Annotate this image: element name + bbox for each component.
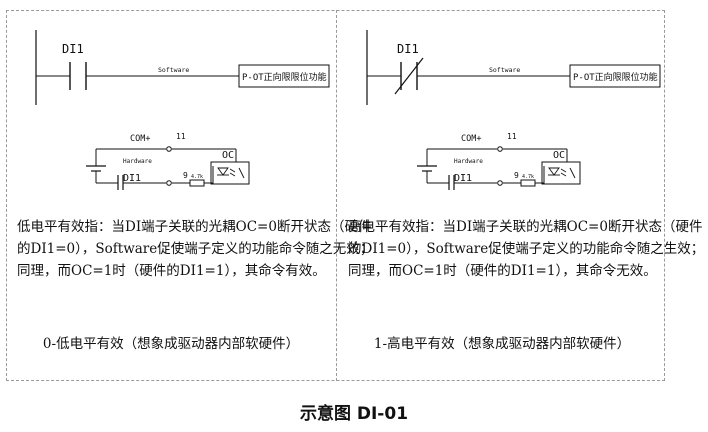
pin-top-label: 11 (507, 132, 517, 141)
function-box (569, 64, 661, 88)
function-box-label: P-OT正向限限位功能 (573, 71, 658, 83)
panel-caption: 0-低电平有效（想象成驱动器内部软硬件） (42, 336, 300, 352)
com-label: COM+ (461, 134, 481, 144)
optocoupler-transistor (569, 167, 576, 179)
terminal-bottom-icon (166, 180, 172, 186)
optocoupler-icon (541, 161, 581, 185)
di-label: DI1 (123, 173, 141, 184)
terminal-bottom-icon (497, 180, 503, 186)
resistor-label: 4.7k (191, 174, 203, 180)
optocoupler-led-icon (217, 167, 229, 176)
function-box-label: P-OT正向限限位功能 (242, 71, 327, 83)
description: 低电平有效指：当DI端子关联的光耦OC=0断开状态（硬件 的DI1=0），Sof… (17, 216, 374, 282)
panel-low-level: DI1 Software P-OT正向限限位功能 COM+ 11 Hardwar… (6, 10, 374, 381)
description-line: 高电平有效指：当DI端子关联的光耦OC=0断开状态（硬件 (348, 219, 703, 235)
optocoupler-arrow-1 (229, 168, 236, 173)
optocoupler-transistor (238, 167, 245, 179)
optocoupler-arrow-2 (229, 172, 236, 177)
function-box (238, 64, 330, 88)
contact-label: DI1 (397, 42, 419, 56)
return-wire (204, 166, 214, 184)
optocoupler-led-icon (548, 167, 560, 176)
resistor-icon (520, 179, 536, 187)
description: 高电平有效指：当DI端子关联的光耦OC=0断开状态（硬件 的DI1=0），Sof… (348, 216, 705, 282)
description-line: 的DI1=0），Software促使端子定义的功能命令随之生效； (348, 241, 705, 257)
optocoupler-arrow-2 (560, 172, 567, 177)
terminal-top-icon (166, 146, 172, 152)
pin-bottom-label: 9 (183, 171, 188, 180)
oc-label: OC (222, 150, 234, 161)
software-label: Software (489, 66, 520, 74)
software-label: Software (158, 66, 189, 74)
optocoupler-icon (210, 161, 250, 185)
contact-label: DI1 (62, 42, 84, 56)
description-line: 低电平有效指：当DI端子关联的光耦OC=0断开状态（硬件 (17, 219, 372, 235)
di-label: DI1 (454, 173, 472, 184)
com-label: COM+ (130, 134, 150, 144)
diagram-frame (6, 10, 665, 381)
panel-caption: 1-高电平有效（想象成驱动器内部软硬件） (373, 336, 631, 352)
optocoupler-arrow-1 (560, 168, 567, 173)
figure-title: 示意图 DI-01 (299, 404, 409, 424)
pin-top-label: 11 (176, 132, 186, 141)
return-wire (535, 166, 545, 184)
resistor-icon (189, 179, 205, 187)
hardware-label: Hardware (454, 158, 483, 165)
oc-label: OC (553, 150, 565, 161)
terminal-top-icon (497, 146, 503, 152)
pin-bottom-label: 9 (514, 171, 519, 180)
description-line: 的DI1=0），Software促使端子定义的功能命令随之无效； (17, 241, 374, 257)
panel-high-level: DI1 Software P-OT正向限限位功能 COM+ 11 Hardwar… (337, 10, 705, 381)
description-line: 同理，而OC=1时（硬件的DI1=1），其命令无效。 (348, 263, 657, 279)
description-line: 同理，而OC=1时（硬件的DI1=1），其命令有效。 (17, 263, 326, 279)
resistor-label: 4.7k (522, 174, 534, 180)
contact-nc-slash (394, 57, 424, 95)
ladder-and-circuit-diagram-right: DI1 Software P-OT正向限限位功能 COM+ 11 Hardwar… (366, 30, 661, 190)
panel-divider (336, 10, 337, 381)
ladder-and-circuit-diagram-left: DI1 Software P-OT正向限限位功能 COM+ 11 Hardwar… (35, 30, 330, 190)
hardware-label: Hardware (123, 158, 152, 165)
